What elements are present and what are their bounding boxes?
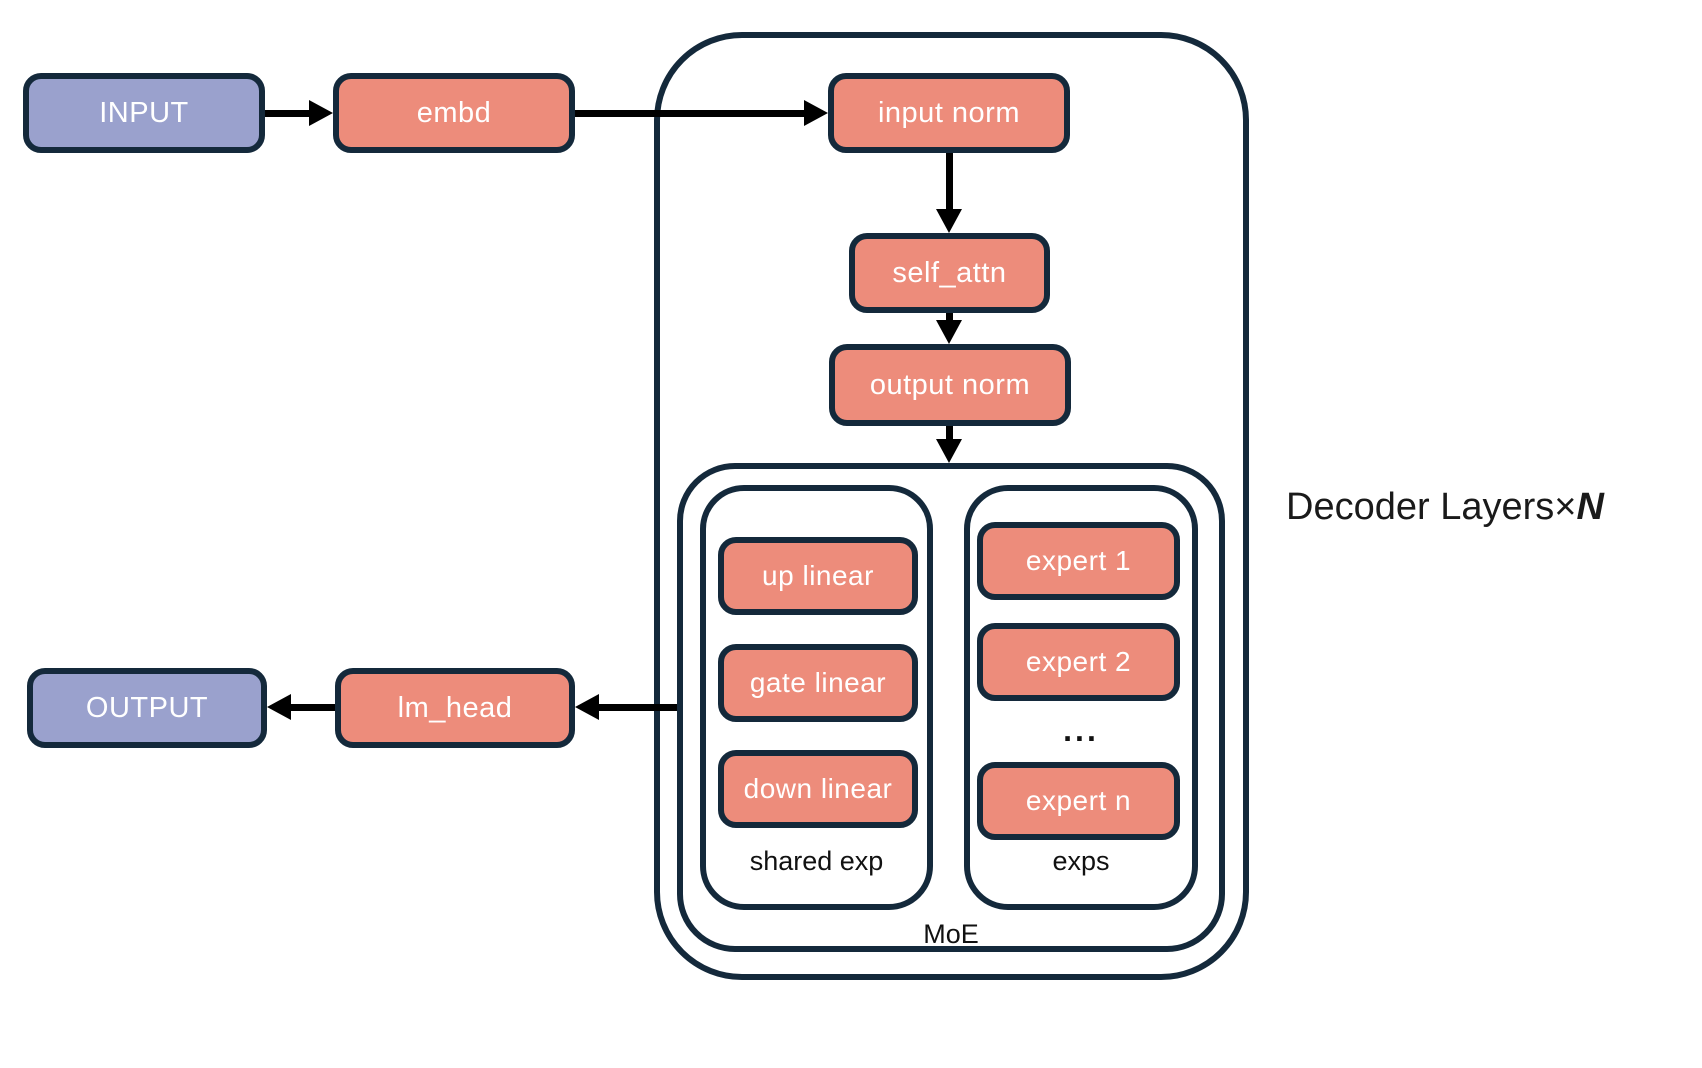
arrow-outputnorm-to-moe-head [936, 439, 962, 463]
input-norm-node: input norm [828, 73, 1070, 153]
embd-node: embd [333, 73, 575, 153]
arrow-outputnorm-to-moe-line [946, 426, 953, 441]
decoder-layers-container [654, 32, 1249, 980]
n-variable: N [1576, 486, 1604, 528]
input-node: INPUT [23, 73, 265, 153]
down-linear-node: down linear [718, 750, 918, 828]
exps-label: exps [1052, 846, 1110, 876]
decoder-layers-label-text: Decoder Layers [1286, 486, 1555, 528]
arrow-embd-to-inputnorm-line [575, 110, 806, 117]
shared-exp-label: shared exp [749, 846, 884, 876]
up-linear-node: up linear [718, 537, 918, 615]
output-norm-node: output norm [829, 344, 1071, 426]
expert-2-node: expert 2 [977, 623, 1180, 701]
experts-ellipsis: ... [1063, 712, 1099, 748]
arrow-input-to-embd-head [309, 100, 333, 126]
decoder-layers-label: Decoder Layers×N [1286, 486, 1604, 529]
arrow-input-to-embd-line [265, 110, 313, 117]
arrow-inputnorm-to-selfattn-head [936, 209, 962, 233]
gate-linear-node: gate linear [718, 644, 918, 722]
arrow-inputnorm-to-selfattn-line [946, 153, 953, 211]
arrow-embd-to-inputnorm-head [804, 100, 828, 126]
self-attn-node: self_attn [849, 233, 1050, 313]
lm-head-node: lm_head [335, 668, 575, 748]
moe-label: MoE [923, 919, 979, 949]
arrow-selfattn-to-outputnorm-head [936, 320, 962, 344]
expert-n-node: expert n [977, 762, 1180, 840]
output-node: OUTPUT [27, 668, 267, 748]
multiply-sign: × [1554, 486, 1577, 528]
moe-container [677, 463, 1225, 952]
experts-container [964, 485, 1198, 910]
arrow-lmhead-to-output-line [289, 704, 335, 711]
arrow-moe-to-lmhead-head [575, 694, 599, 720]
arrow-lmhead-to-output-head [267, 694, 291, 720]
arrow-selfattn-to-outputnorm-line [946, 313, 953, 322]
expert-1-node: expert 1 [977, 522, 1180, 600]
arrow-moe-to-lmhead-line [597, 704, 677, 711]
shared-expert-container [700, 485, 933, 910]
